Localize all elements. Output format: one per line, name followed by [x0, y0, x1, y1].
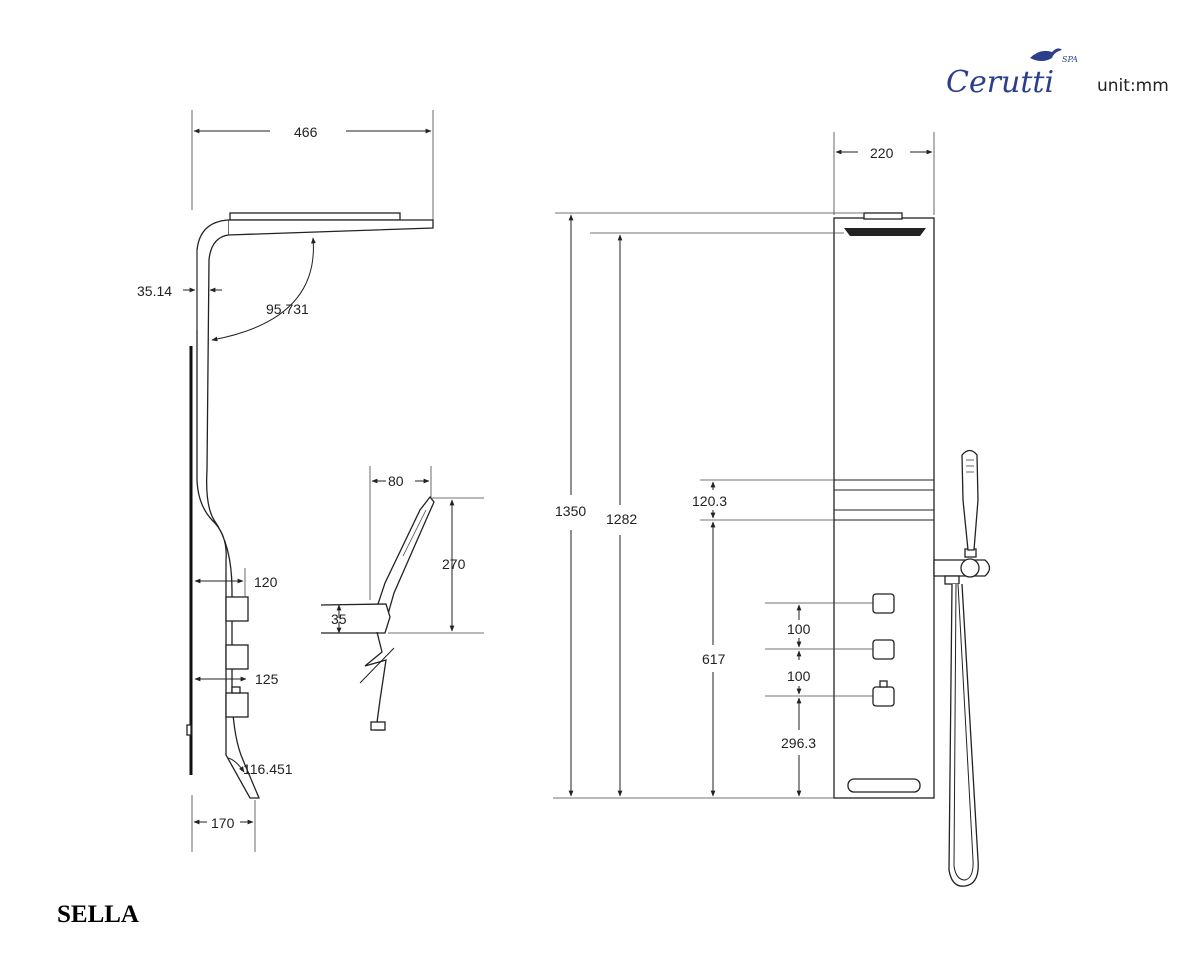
handshower-detail: 80 270 35	[320, 466, 484, 731]
dim-panel-width: 220	[870, 145, 894, 161]
dim-band-height: 120.3	[692, 493, 727, 509]
dim-holder-thickness: 35	[331, 611, 347, 627]
dim-head-height: 1282	[606, 511, 637, 527]
brand-logo: Cerutti SPA	[946, 48, 1078, 100]
dim-handshower-width: 80	[388, 473, 404, 489]
dim-total-height: 1350	[555, 503, 586, 519]
dim-lower-valve-depth: 125	[255, 671, 279, 687]
dim-top-width: 466	[294, 124, 318, 140]
dim-bottom-angle: 116.451	[243, 761, 293, 777]
dim-bottom-width: 170	[211, 815, 235, 831]
dim-spacing-2: 100	[787, 668, 811, 684]
bird-logo-icon	[1030, 48, 1062, 61]
dim-bottom-offset: 296.3	[781, 735, 816, 751]
front-view: 220 1350 1282 120.3	[553, 132, 991, 887]
model-name: SELLA	[57, 901, 139, 928]
dim-handshower-height: 270	[442, 556, 466, 572]
side-view: 466 35.14 95.731 120 125 116.451	[137, 110, 434, 852]
dim-top-angle: 95.731	[266, 301, 309, 317]
dim-valve-zone: 617	[702, 651, 726, 667]
dim-wall-offset: 35.14	[137, 283, 172, 299]
unit-label: unit:mm	[1097, 76, 1169, 96]
dim-upper-valve-depth: 120	[254, 574, 278, 590]
dim-spacing-1: 100	[787, 621, 811, 637]
brand-name: Cerutti	[946, 65, 1054, 100]
brand-superscript: SPA	[1062, 55, 1078, 64]
